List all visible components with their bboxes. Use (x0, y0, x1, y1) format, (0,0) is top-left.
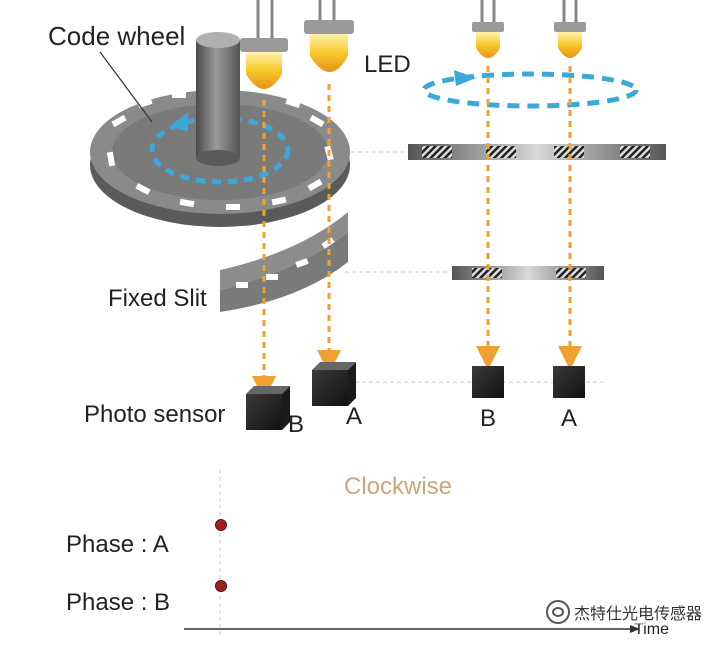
shaft (196, 40, 240, 158)
sensor-a-label: A (346, 403, 362, 430)
right-led-b (472, 0, 504, 58)
led-b (240, 0, 288, 89)
right-a-label: A (561, 405, 577, 432)
rotation-direction-arrow (421, 70, 639, 109)
wheel-slits (106, 92, 334, 210)
phase-a-marker (215, 519, 227, 531)
photo-sensor-b (246, 386, 290, 430)
watermark: 杰特仕光电传感器 (545, 600, 702, 624)
code-wheel-label: Code wheel (48, 21, 185, 51)
sensor-b-label: B (288, 411, 304, 438)
led-a (304, 0, 354, 72)
photo-sensor-a (312, 362, 356, 406)
wechat-logo-icon (545, 600, 570, 624)
right-sensor-a (553, 366, 585, 398)
watermark-text: 杰特仕光电传感器 (573, 604, 702, 623)
guide-lines (330, 151, 605, 383)
fixed-slit-strip (452, 266, 604, 280)
time-axis-label: Time (634, 621, 669, 638)
phase-b-marker (215, 580, 227, 592)
code-wheel-strip (408, 144, 666, 160)
phase-b-label: Phase : B (66, 589, 170, 616)
right-sensor-b (472, 366, 504, 398)
photo-sensor-label: Photo sensor (84, 401, 225, 428)
led-label: LED (364, 51, 411, 78)
phase-a-label: Phase : A (66, 531, 169, 558)
timing-diagram: Clockwise Phase : A Phase : B Time (66, 470, 669, 638)
light-beams-left (252, 84, 341, 400)
code-wheel-pointer (99, 51, 153, 123)
fixed-slit-label: Fixed Slit (108, 285, 207, 312)
right-led-a (554, 0, 586, 58)
right-b-label: B (480, 405, 496, 432)
light-beams-right (476, 66, 582, 370)
code-wheel (90, 32, 350, 227)
clockwise-title: Clockwise (344, 473, 452, 500)
